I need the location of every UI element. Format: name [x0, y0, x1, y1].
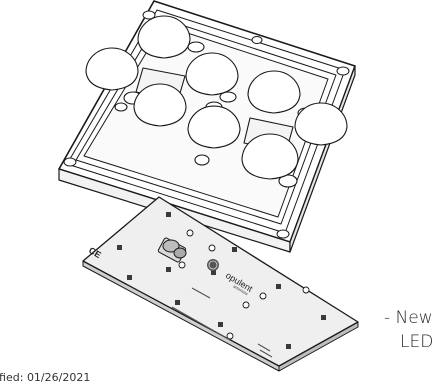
lens-dome	[294, 102, 348, 146]
caption-text: - New LED	[384, 306, 433, 354]
board-connector	[157, 237, 187, 263]
small-well	[187, 41, 205, 53]
modified-date-label: ified: 01/26/2021	[0, 371, 91, 384]
led-chip	[166, 267, 171, 272]
led-array	[117, 212, 326, 349]
lens-housing	[58, 0, 356, 253]
board-holes	[178, 229, 310, 340]
led-chip	[211, 270, 216, 275]
lens-dome	[241, 133, 299, 180]
small-well	[219, 91, 237, 103]
led-chip	[218, 322, 223, 327]
led-chip	[127, 275, 132, 280]
led-chip	[321, 315, 326, 320]
led-chip	[117, 245, 122, 250]
led-chip	[166, 212, 171, 217]
screw-hole	[251, 36, 263, 44]
led-chip	[175, 300, 180, 305]
lens-dome	[185, 52, 239, 96]
screw-hole	[142, 10, 156, 20]
led-chip	[286, 344, 291, 349]
lens-dome	[187, 105, 241, 149]
caption-line-1: - New	[384, 308, 433, 328]
screw-hole	[336, 66, 350, 76]
led-chip	[232, 247, 237, 252]
screw-hole	[63, 157, 77, 167]
board-fine-print	[171, 287, 273, 358]
lens-dome	[133, 83, 187, 127]
lens-dome	[247, 70, 301, 114]
led-chip	[276, 284, 281, 289]
housing-rim-2	[75, 17, 337, 225]
small-well	[114, 102, 128, 112]
lens-dome	[137, 15, 191, 59]
caption-line-2: LED	[400, 332, 434, 352]
lens-group-right	[187, 70, 348, 188]
led-board: opulent americas CE	[82, 196, 359, 372]
lens-dome	[85, 47, 139, 91]
small-well	[194, 154, 210, 166]
screw-hole	[276, 229, 290, 239]
board-top	[82, 196, 359, 367]
lens-group-left	[85, 15, 239, 127]
